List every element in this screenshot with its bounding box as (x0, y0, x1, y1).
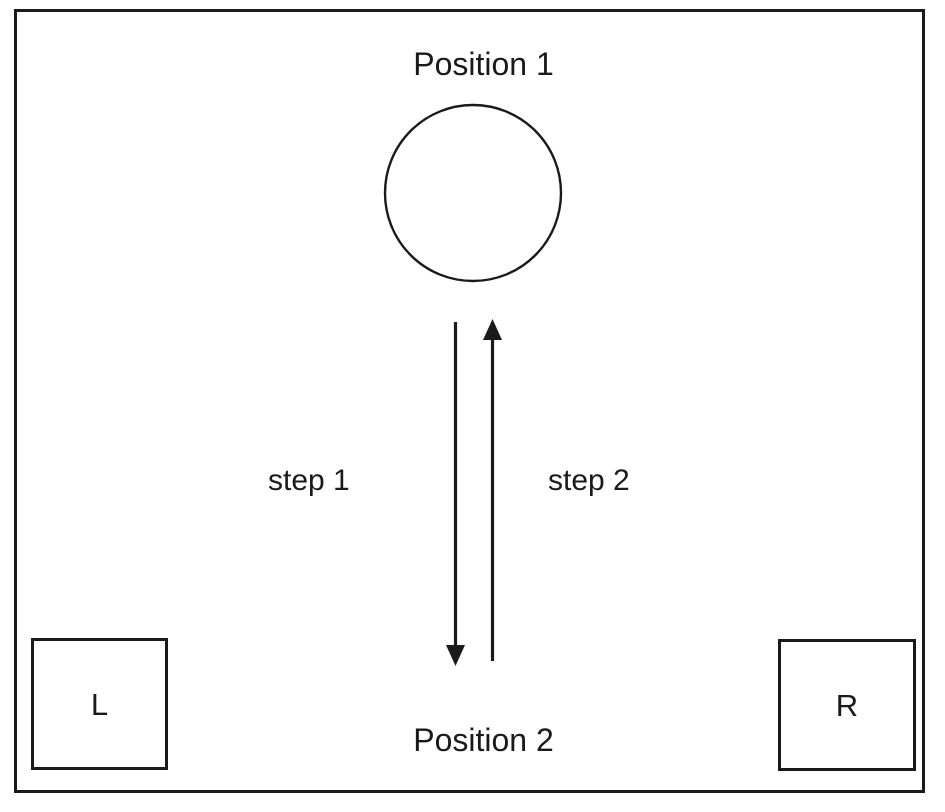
step-1-label: step 1 (268, 464, 350, 497)
right-box: R (778, 639, 916, 771)
position-2-label: Position 2 (413, 722, 554, 758)
step-2-label: step 2 (548, 464, 630, 497)
left-box-letter: L (90, 686, 109, 722)
outer-frame (14, 9, 925, 793)
position-1-label: Position 1 (413, 46, 554, 82)
right-box-letter: R (835, 687, 859, 723)
left-box: L (31, 638, 168, 770)
